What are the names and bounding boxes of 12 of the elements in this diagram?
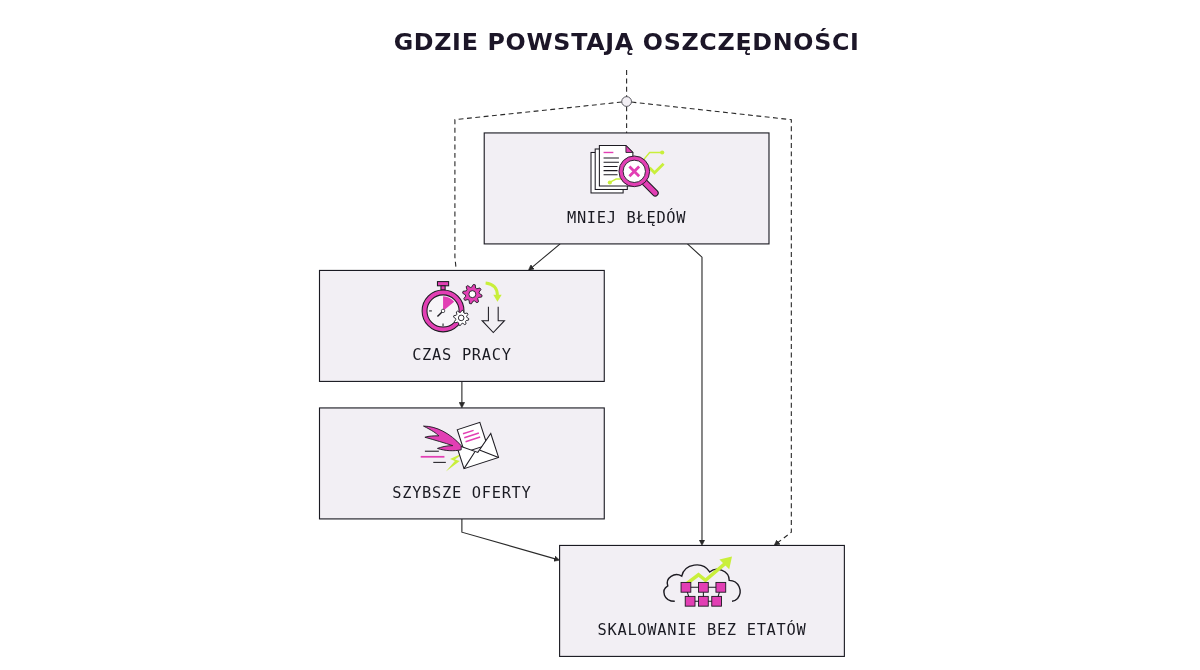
arrow bbox=[686, 243, 706, 546]
arrow bbox=[458, 380, 465, 409]
arrow bbox=[528, 243, 561, 271]
node-box: SKALOWANIE BEZ ETATÓW bbox=[559, 544, 845, 657]
node-box: MNIEJ BŁĘDÓW bbox=[483, 132, 770, 245]
arrow bbox=[630, 101, 792, 546]
connector bbox=[626, 69, 628, 98]
arrow bbox=[461, 518, 560, 562]
node-box: CZAS PRACY bbox=[318, 269, 605, 382]
node-circle bbox=[621, 96, 632, 107]
node-text: GDZIE POWSTAJĄ OSZCZĘDNOŚCI bbox=[393, 27, 860, 56]
node-box: SZYBSZE OFERTY bbox=[318, 407, 605, 520]
